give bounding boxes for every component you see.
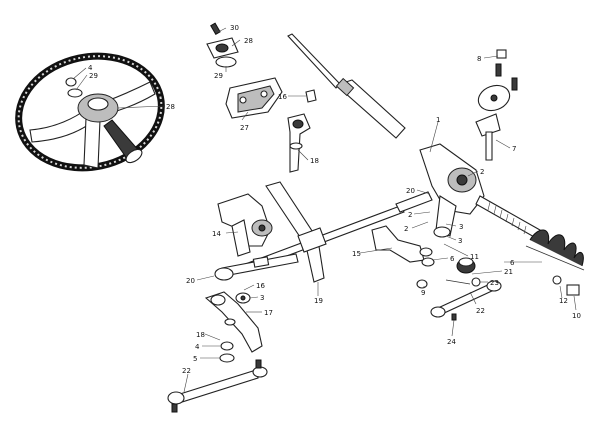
coil-spring [525,229,585,271]
callout-2: 2 [404,225,408,233]
callout-28: 28 [166,103,175,111]
callout-15: 15 [352,250,361,258]
steering-arm [204,291,263,353]
tie-rod-lower [167,359,268,413]
lower-washers [219,292,251,363]
callout-10: 10 [572,312,581,320]
callout-2: 2 [480,168,484,176]
callout-16: 16 [278,93,287,101]
callout-3: 3 [260,294,264,302]
callout-22: 22 [182,367,191,375]
callout-7: 7 [512,145,516,153]
callout-3: 3 [459,223,463,231]
callout-6: 6 [450,255,455,263]
steering-column [287,33,406,139]
mounting-clamp [206,22,239,68]
tie-rod-upper [214,253,299,281]
callout-17: 17 [264,309,273,317]
callout-16: 16 [256,282,265,290]
callout-18: 18 [196,331,205,339]
callout-20: 20 [186,277,195,285]
callout-21: 21 [504,268,513,276]
callout-4: 4 [195,343,200,351]
callout-18: 18 [310,157,319,165]
callout-12: 12 [559,297,568,305]
callout-1: 1 [436,116,440,124]
cover-plate [225,77,283,119]
callout-23: 23 [490,279,499,287]
idler-bracket [217,193,273,257]
callout-6: 6 [510,259,515,267]
callout-3: 3 [458,237,462,245]
callout-29: 29 [89,72,98,80]
callout-27: 27 [240,124,249,132]
callout-9: 9 [421,289,425,297]
callout-20: 20 [406,187,415,195]
callout-labels: 30 28 29 27 4 29 28 16 18 8 7 1 2 20 2 3… [88,24,581,375]
callout-30: 30 [230,24,239,32]
steering-wheel [15,52,165,172]
callout-24: 24 [447,338,456,346]
ball-joint-parts [416,257,481,289]
spring-cap-parts [552,275,580,296]
callout-19: 19 [314,297,323,305]
steering-lever [265,181,327,283]
callout-5: 5 [193,355,197,363]
column-bracket [287,89,317,173]
callout-11: 11 [470,253,479,261]
callout-29: 29 [214,72,223,80]
worm-shaft [475,195,541,239]
top-flange [475,63,518,161]
callout-14: 14 [212,230,221,238]
drag-link [430,279,502,321]
leader-lines [72,27,577,393]
callout-8: 8 [477,55,481,63]
top-nut [496,49,507,59]
steering-box [419,143,485,238]
callout-22: 22 [476,307,485,315]
pitman-arm [371,225,433,263]
horn-ring-parts [65,77,83,98]
callout-28: 28 [244,37,253,45]
callout-4: 4 [88,64,93,72]
callout-2: 2 [408,211,412,219]
